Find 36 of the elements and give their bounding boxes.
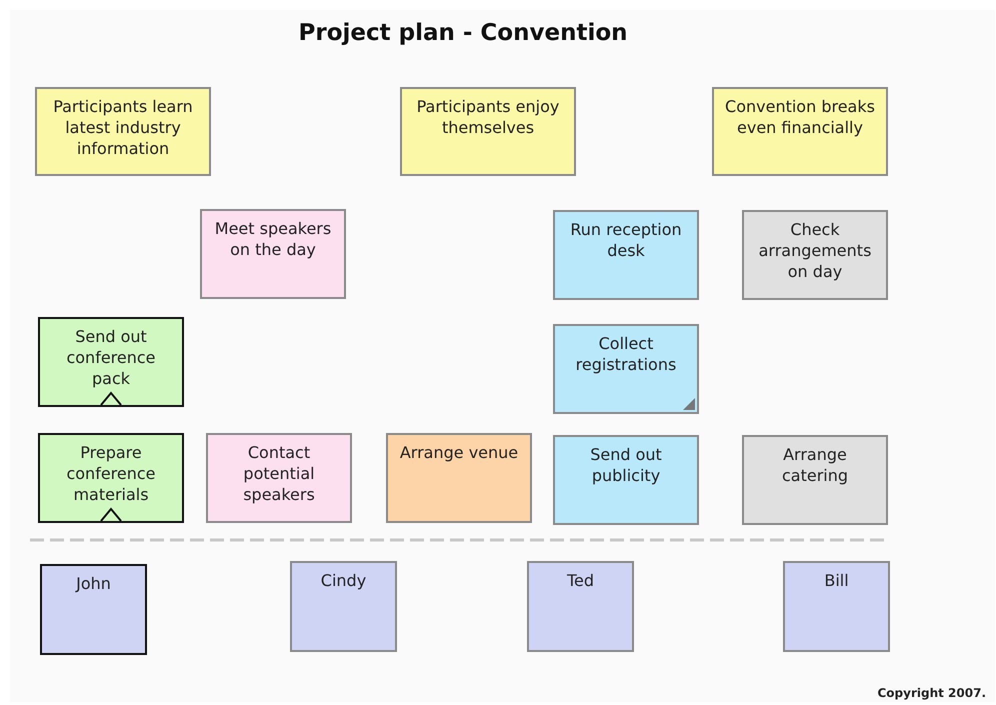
task-box: [553, 210, 699, 300]
task-text: Convention breaks even financially: [724, 96, 876, 138]
person-box: [783, 561, 890, 652]
task-text: Participants enjoy themselves: [416, 96, 560, 138]
task-text: Participants learn latest industry information: [52, 96, 194, 159]
person-box: [40, 564, 147, 655]
task-box: [553, 324, 699, 414]
task-box: [553, 435, 699, 525]
task-box: [386, 433, 532, 523]
task-text: Run reception desk: [569, 219, 683, 261]
task-box: [742, 435, 888, 525]
task-text: Send out conference pack: [65, 326, 157, 389]
diagram-title: Project plan - Convention: [298, 20, 628, 46]
task-text: Check arrangements on day: [758, 219, 872, 282]
copyright-note: Copyright 2007.: [878, 686, 986, 700]
task-box: [35, 87, 211, 176]
task-box: [206, 433, 352, 523]
task-text: Send out publicity: [589, 444, 663, 486]
task-box: [742, 210, 888, 300]
person-name: John: [74, 573, 112, 594]
task-text: Collect registrations: [574, 333, 678, 375]
task-text: Arrange catering: [780, 444, 850, 486]
task-text: Contact potential speakers: [242, 442, 316, 505]
task-box: [38, 317, 184, 407]
task-box: [38, 433, 184, 523]
person-name: Ted: [566, 570, 596, 591]
person-name: Bill: [823, 570, 850, 591]
task-text: Arrange venue: [398, 442, 520, 463]
task-text: Meet speakers on the day: [214, 218, 332, 260]
person-box: [527, 561, 634, 652]
task-box: [400, 87, 576, 176]
person-name: Cindy: [320, 570, 368, 591]
person-box: [290, 561, 397, 652]
task-text: Prepare conference materials: [65, 442, 157, 505]
task-box: [712, 87, 888, 176]
task-box: [200, 209, 346, 299]
